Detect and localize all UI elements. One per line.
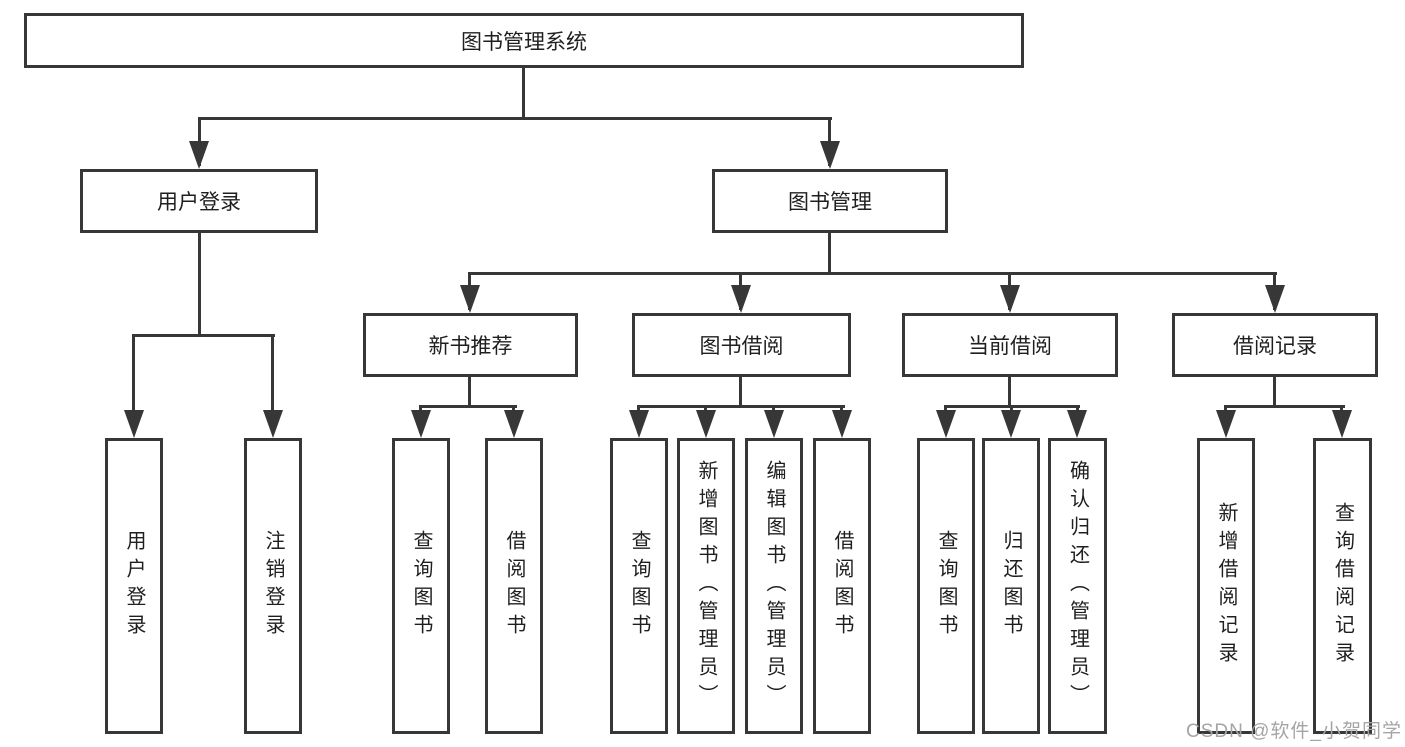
arrowhead-leaf: [936, 410, 956, 438]
connector-root-stem: [522, 68, 525, 120]
leaf-query-books-borrow: 查询图书: [610, 438, 668, 734]
leaf-borrow-books-recommend: 借阅图书: [485, 438, 543, 734]
leaf-label: 确认归还（管理员）: [1066, 460, 1089, 712]
leaf-query-borrow-record: 查询借阅记录: [1313, 438, 1372, 734]
arrowhead-leaf: [1332, 410, 1352, 438]
node-book-borrow: 图书借阅: [632, 313, 851, 377]
connector-book-management-stem: [828, 233, 831, 274]
connector-to-leaf-user-login: [132, 334, 135, 412]
node-label: 图书管理: [788, 191, 872, 214]
leaf-label: 编辑图书（管理员）: [763, 460, 785, 712]
connector-borrow-records-bus: [1224, 405, 1345, 408]
node-label: 借阅记录: [1233, 335, 1317, 358]
arrowhead-leaf: [1216, 410, 1236, 438]
arrowhead-leaf: [629, 410, 649, 438]
arrowhead-leaf: [411, 410, 431, 438]
connector-user-login-stem: [198, 233, 201, 336]
arrowhead-current-borrow: [1000, 285, 1020, 313]
arrowhead-leaf: [696, 410, 716, 438]
connector-new-book-recommend-stem: [468, 377, 471, 407]
leaf-add-borrow-record: 新增借阅记录: [1197, 438, 1255, 734]
node-new-book-recommend: 新书推荐: [363, 313, 578, 377]
node-current-borrow: 当前借阅: [902, 313, 1118, 377]
arrowhead-book-borrow: [731, 285, 751, 313]
leaf-label: 新增借阅记录: [1215, 502, 1237, 670]
leaf-edit-books-admin: 编辑图书（管理员）: [745, 438, 803, 734]
leaf-label: 借阅图书: [503, 530, 525, 642]
csdn-watermark: CSDN @软件_小贺同学: [1186, 721, 1402, 742]
connector-to-leaf-logout: [271, 334, 274, 412]
leaf-label: 归还图书: [1000, 530, 1022, 642]
arrowhead-borrow-records: [1265, 285, 1285, 313]
arrowhead-new-book-recommend: [460, 285, 480, 313]
connector-book-borrow-bus: [637, 405, 845, 408]
node-label: 图书借阅: [699, 335, 784, 358]
leaf-label: 查询图书: [628, 530, 650, 642]
leaf-query-books-current: 查询图书: [917, 438, 975, 734]
node-label: 用户登录: [157, 191, 241, 214]
leaf-label: 查询图书: [410, 530, 432, 642]
leaf-label: 新增图书（管理员）: [695, 460, 717, 712]
leaf-label: 注销登录: [262, 530, 284, 642]
arrowhead-leaf-user-login: [124, 410, 144, 438]
connector-new-book-recommend-bus: [419, 405, 517, 408]
leaf-confirm-return-admin: 确认归还（管理员）: [1048, 438, 1107, 734]
node-book-management: 图书管理: [712, 169, 948, 233]
arrowhead-leaf: [832, 410, 852, 438]
arrowhead-leaf: [764, 410, 784, 438]
arrowhead-leaf: [1067, 410, 1087, 438]
connector-book-borrow-stem: [739, 377, 742, 407]
node-label: 新书推荐: [428, 335, 513, 358]
arrowhead-user-login: [189, 141, 209, 169]
arrowhead-leaf: [1001, 410, 1021, 438]
leaf-label: 用户登录: [123, 530, 145, 642]
leaf-label: 借阅图书: [831, 530, 853, 642]
node-label: 当前借阅: [968, 335, 1052, 358]
leaf-logout-login: 注销登录: [244, 438, 302, 734]
connector-user-login-bus: [132, 334, 275, 337]
node-label: 图书管理系统: [461, 30, 587, 54]
connector-level2-bus: [198, 117, 832, 120]
leaf-query-books-recommend: 查询图书: [392, 438, 450, 734]
connector-current-borrow-stem: [1008, 377, 1011, 407]
node-user-login: 用户登录: [80, 169, 318, 233]
arrowhead-book-management: [820, 141, 840, 169]
leaf-user-login: 用户登录: [105, 438, 163, 734]
leaf-label: 查询借阅记录: [1331, 502, 1354, 670]
leaf-label: 查询图书: [935, 530, 957, 642]
leaf-add-books-admin: 新增图书（管理员）: [677, 438, 735, 734]
connector-level3-bus: [468, 272, 1277, 275]
node-borrow-records: 借阅记录: [1172, 313, 1378, 377]
arrowhead-leaf: [504, 410, 524, 438]
node-library-management-system: 图书管理系统: [24, 13, 1024, 68]
arrowhead-leaf-logout: [263, 410, 283, 438]
connector-borrow-records-stem: [1273, 377, 1276, 407]
leaf-borrow-books: 借阅图书: [813, 438, 871, 734]
leaf-return-books: 归还图书: [982, 438, 1040, 734]
